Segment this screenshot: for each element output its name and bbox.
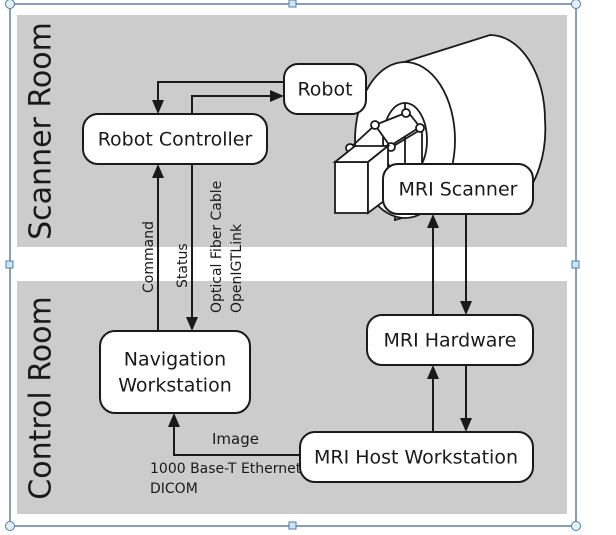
arrowhead	[460, 418, 472, 432]
mri-scanner-node[interactable]: MRI Scanner	[382, 163, 534, 215]
navigation-workstation-node[interactable]: Navigation Workstation	[99, 330, 251, 414]
robot-controller-label: Robot Controller	[98, 129, 253, 151]
edge-controller-to-robot	[191, 95, 274, 114]
mri-hardware-node[interactable]: MRI Hardware	[366, 314, 534, 366]
arrowhead	[427, 365, 439, 379]
optical-fiber-label: Optical Fiber Cable	[209, 181, 225, 313]
resize-handle-top-right[interactable]	[571, 0, 581, 9]
resize-handle-bottom[interactable]	[288, 521, 297, 530]
resize-handle-top-left[interactable]	[5, 0, 15, 9]
resize-handle-top[interactable]	[288, 0, 297, 8]
mri-host-workstation-node[interactable]: MRI Host Workstation	[299, 431, 534, 483]
arrowhead	[186, 317, 198, 331]
mri-hardware-label: MRI Hardware	[384, 330, 517, 352]
resize-handle-left[interactable]	[5, 260, 14, 269]
control-room-label: Control Room	[24, 296, 59, 499]
arrowhead	[270, 90, 284, 102]
scanner-room-label: Scanner Room	[24, 22, 59, 240]
status-label: Status	[175, 243, 191, 288]
robot-node[interactable]: Robot	[283, 63, 367, 115]
resize-handle-right[interactable]	[571, 260, 580, 269]
selection-frame[interactable]	[5, 0, 581, 531]
dicom-label: DICOM	[150, 481, 198, 497]
mri-host-workstation-label: MRI Host Workstation	[314, 447, 518, 469]
arrowhead	[152, 164, 164, 178]
ethernet-label: 1000 Base-T Ethernet	[150, 461, 302, 477]
robot-controller-node[interactable]: Robot Controller	[82, 113, 268, 165]
navigation-workstation-label-line2: Workstation	[118, 375, 232, 397]
resize-handle-bottom-right[interactable]	[571, 521, 581, 531]
arrowhead	[427, 214, 439, 228]
robot-label: Robot	[297, 79, 352, 101]
arrowhead	[152, 100, 164, 114]
openigtlink-label: OpenIGTLink	[229, 223, 245, 313]
mri-scanner-label: MRI Scanner	[399, 179, 518, 201]
navigation-workstation-label-line1: Navigation	[124, 349, 226, 371]
arrowhead	[168, 413, 180, 427]
edge-robot-to-controller	[157, 81, 284, 104]
edge-image	[173, 423, 300, 456]
image-label: Image	[212, 430, 259, 448]
arrowhead	[460, 301, 472, 315]
command-label: Command	[141, 221, 157, 293]
resize-handle-bottom-left[interactable]	[5, 521, 15, 531]
